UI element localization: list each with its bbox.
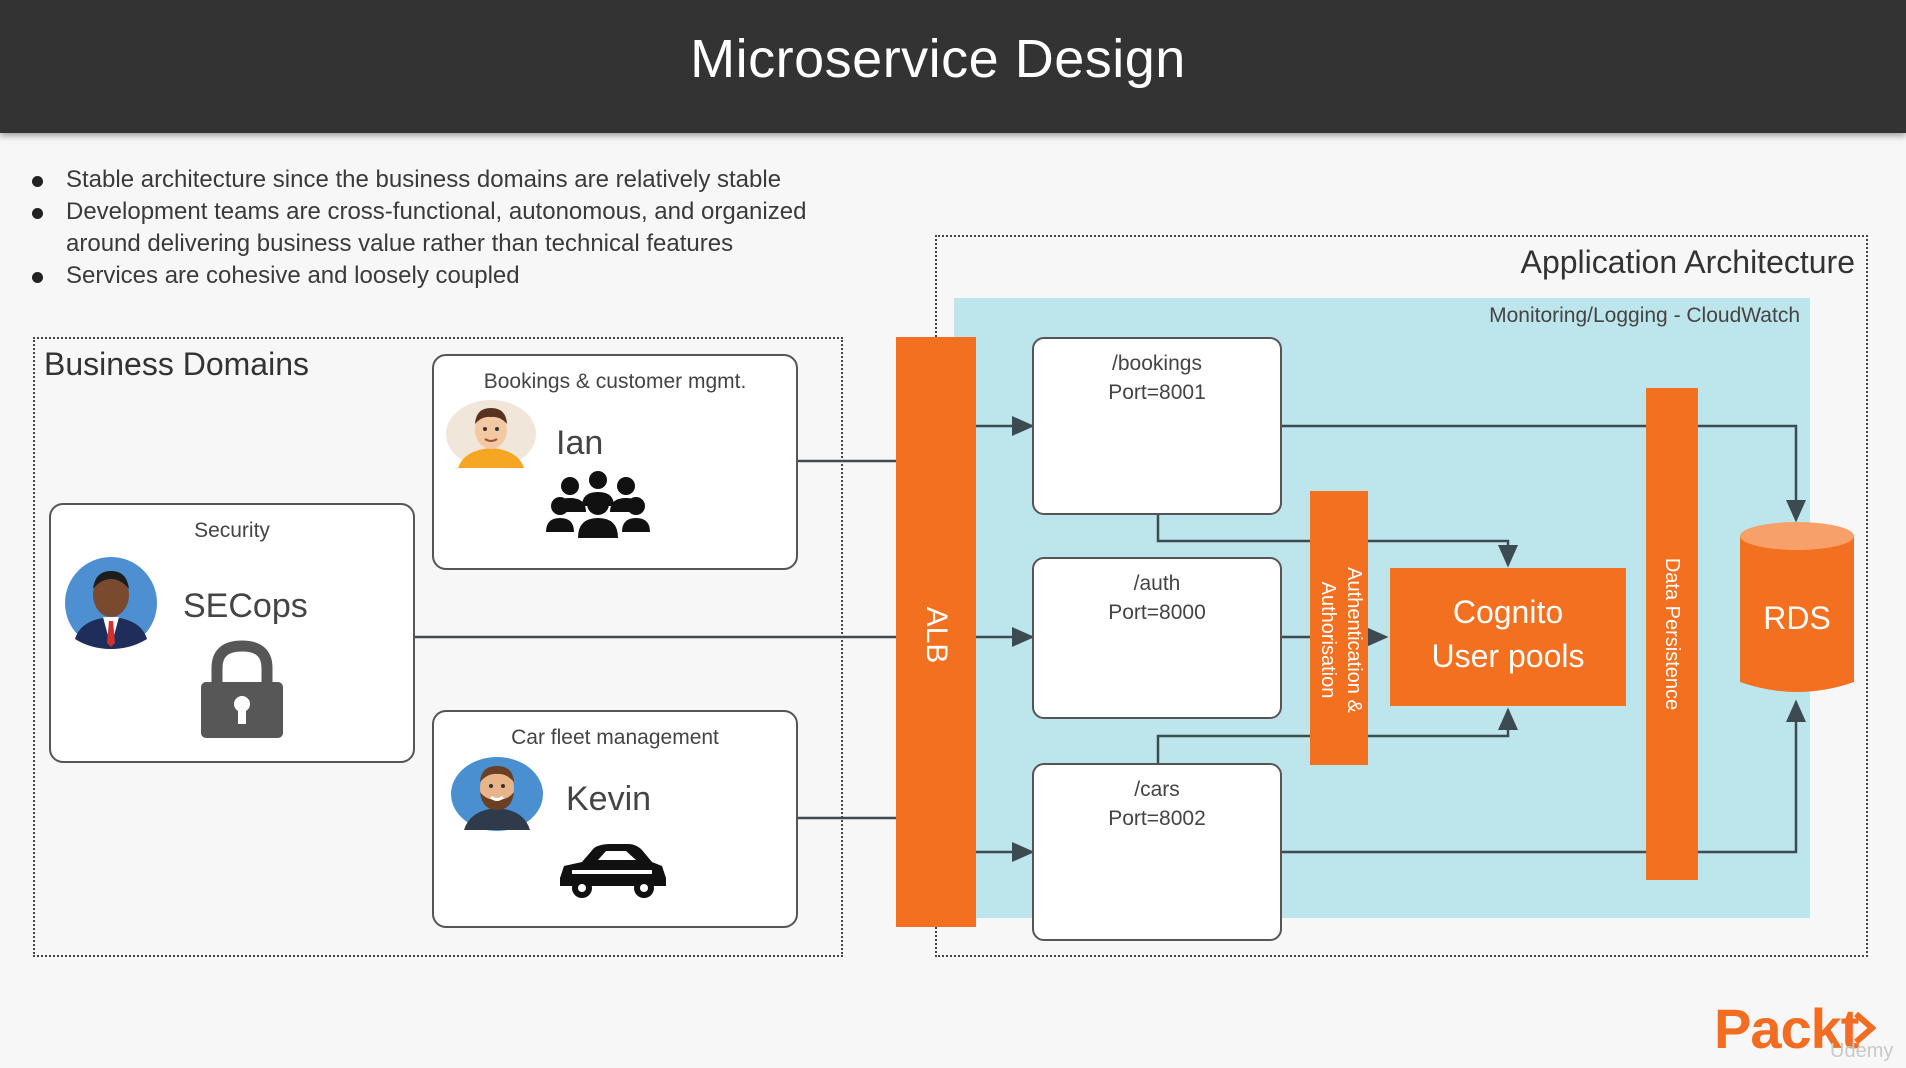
secops-avatar [61, 557, 161, 649]
security-card: Security SECops [49, 503, 415, 763]
service-bookings-port: Port=8001 [1108, 381, 1206, 404]
service-bookings: /bookings Port=8001 [1032, 337, 1282, 515]
packt-chevron-icon [1854, 1011, 1876, 1045]
bullet-text: Services are cohesive and loosely couple… [66, 262, 520, 289]
auth-bar-line1: Authentication & [1343, 567, 1365, 713]
bullet-text: Stable architecture since the business d… [66, 166, 782, 193]
secops-name: SECops [183, 587, 308, 625]
bullet-dot [32, 272, 43, 283]
bullet-item: Development teams are cross-functional, … [28, 196, 866, 260]
monitoring-label: Monitoring/Logging - CloudWatch [1489, 304, 1800, 327]
kevin-avatar [450, 754, 544, 832]
packt-logo: Packt [1714, 996, 1876, 1060]
slide-title: Microservice Design [690, 29, 1186, 89]
rds-database: RDS [1738, 520, 1856, 700]
service-cars-port: Port=8002 [1108, 807, 1206, 830]
header-bar [0, 0, 1906, 133]
bullet-list: Stable architecture since the business d… [28, 164, 886, 292]
cognito-line2: User pools [1431, 638, 1585, 674]
lock-icon [199, 640, 285, 740]
security-card-title: Security [194, 519, 270, 542]
fleet-card: Car fleet management Kevin [432, 710, 798, 928]
bookings-card: Bookings & customer mgmt. Ian [432, 354, 798, 570]
udemy-watermark: Udemy [1830, 1040, 1894, 1062]
service-auth: /auth Port=8000 [1032, 557, 1282, 719]
bookings-card-title: Bookings & customer mgmt. [483, 370, 747, 393]
service-auth-path: /auth [1133, 572, 1181, 595]
kevin-name: Kevin [566, 780, 652, 818]
cognito-box: Cognito User pools [1390, 568, 1626, 706]
ian-name: Ian [556, 424, 604, 462]
rds-label: RDS [1763, 600, 1831, 636]
alb-label: ALB [920, 606, 953, 664]
alb-bar [896, 337, 976, 927]
app-architecture-title: Application Architecture [1520, 244, 1855, 280]
fleet-card-title: Car fleet management [511, 726, 719, 749]
business-domains-panel [33, 337, 843, 957]
auth-bar [1310, 491, 1368, 765]
group-icon [546, 470, 650, 540]
service-cars: /cars Port=8002 [1032, 763, 1282, 941]
auth-bar-line2: Authorisation [1317, 581, 1339, 699]
bullet-text: Development teams are cross-functional, … [66, 198, 807, 257]
service-cars-path: /cars [1134, 778, 1180, 801]
bullet-dot [32, 208, 43, 219]
bullet-item: Stable architecture since the business d… [28, 164, 886, 196]
data-persistence-label: Data Persistence [1661, 557, 1683, 711]
bullet-dot [32, 176, 43, 187]
business-domains-title: Business Domains [44, 346, 309, 382]
packt-logo-text: Packt [1714, 997, 1859, 1060]
data-persistence-bar [1646, 388, 1698, 880]
ian-avatar [446, 398, 536, 470]
service-bookings-path: /bookings [1112, 352, 1202, 375]
service-auth-port: Port=8000 [1108, 601, 1206, 624]
bullet-item: Services are cohesive and loosely couple… [28, 260, 886, 292]
car-icon [554, 840, 670, 900]
auth-bar-label: Authentication & Authorisation [1311, 505, 1367, 775]
cognito-line1: Cognito [1452, 594, 1564, 630]
